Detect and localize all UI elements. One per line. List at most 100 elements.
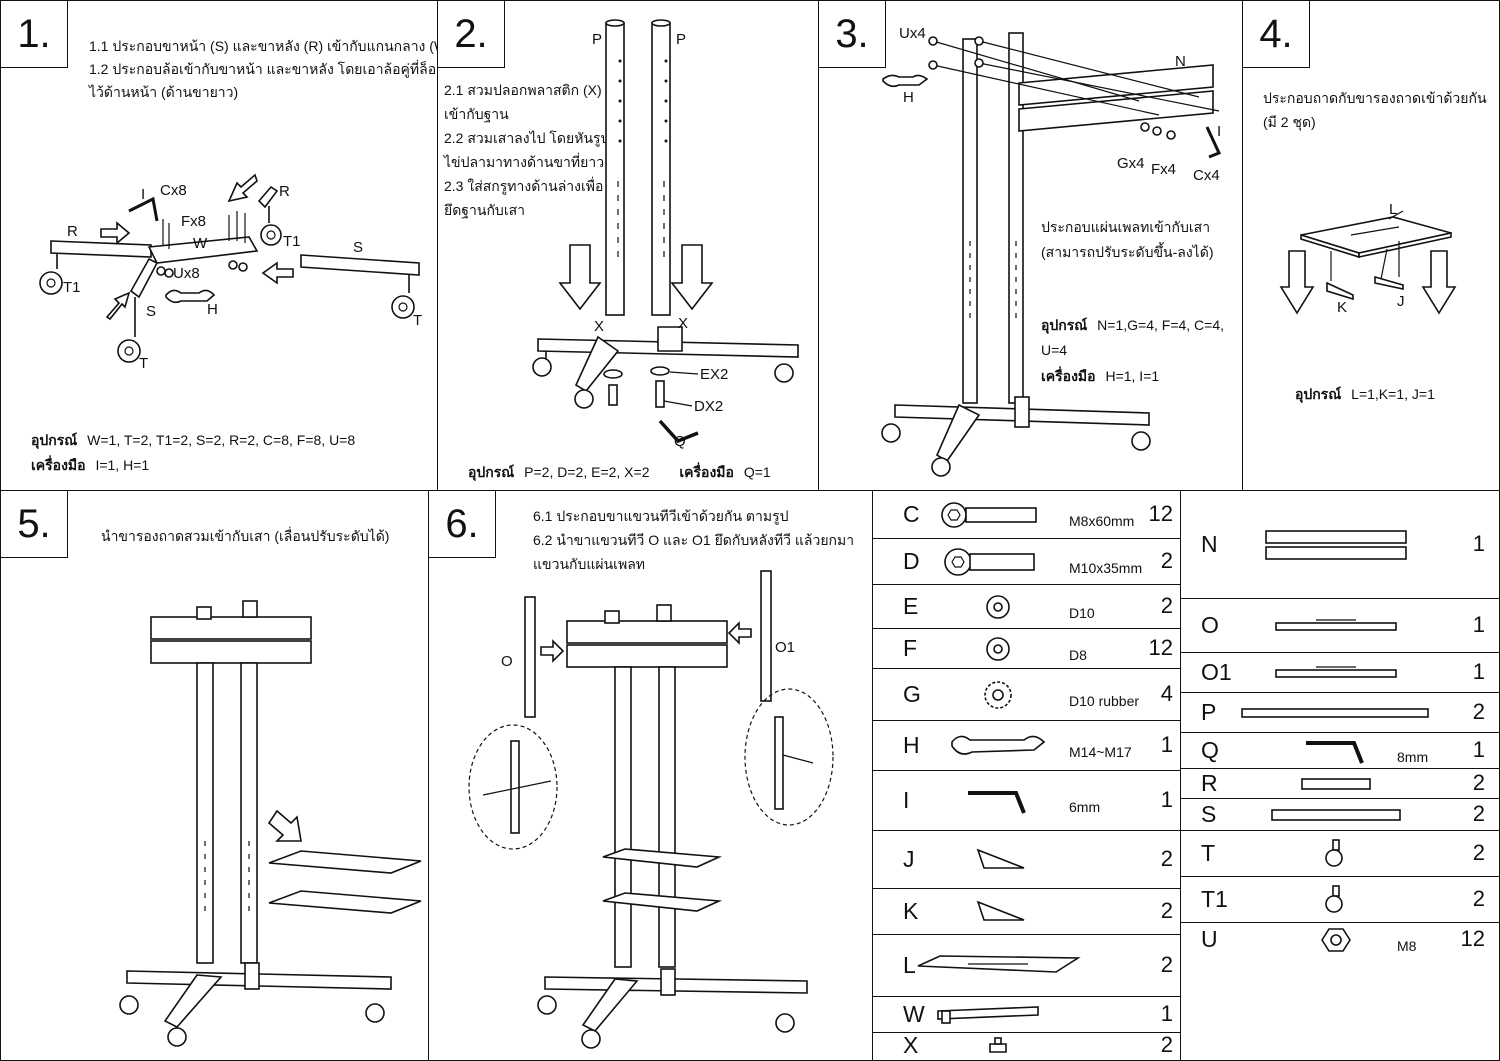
part-quantity: 2 [1160, 593, 1173, 618]
part-spec: M8x60mm [1069, 513, 1135, 529]
crossbar-icon [937, 1006, 1039, 1024]
part-code: I [903, 787, 910, 813]
part-quantity: 2 [1472, 770, 1485, 795]
part-spec: M8 [1397, 938, 1417, 954]
caster-icon [1325, 839, 1343, 867]
tools-list: H=1, I=1 [1105, 368, 1160, 384]
part-code: X [903, 1032, 919, 1058]
pole-icon [1241, 708, 1429, 718]
part-label: Q [674, 433, 686, 450]
step-text-line: 2.3 ใส่สกรูทางด้านล่างเพื่อ [444, 178, 604, 194]
part-spec: 8mm [1397, 749, 1429, 765]
parts-row: O1 1 [1181, 653, 1499, 693]
part-label: L [1389, 201, 1398, 218]
step-1-panel: 1. 1.1 ประกอบขาหน้า (S) และขาหลัง (R) เข… [0, 0, 438, 492]
step-4-panel: 4. ประกอบถาดกับขารองถาดเข้าด้วยกัน (มี 2… [1242, 0, 1500, 492]
part-quantity: 1 [1472, 737, 1485, 762]
part-code: D [903, 548, 920, 574]
part-label: R [67, 223, 78, 240]
part-quantity: 2 [1472, 886, 1485, 911]
plate-mount-illustration [881, 32, 1222, 477]
step-text-line: 2.1 สวมปลอกพลาสติก (X) [444, 82, 602, 98]
parts-line: อุปกรณ์ W=1, T=2, T1=2, S=2, R=2, C=8, F… [31, 429, 355, 452]
step-text-line: 1.2 ประกอบล้อเข้ากับขาหน้า และขาหลัง โดย… [89, 61, 438, 77]
step-number: 5. [1, 491, 68, 558]
hex-key-icon [1306, 741, 1364, 764]
part-quantity: 12 [1460, 926, 1485, 951]
step-number: 2. [438, 1, 505, 68]
part-spec: M14~M17 [1069, 744, 1132, 760]
part-spec: 6mm [1069, 799, 1101, 815]
rail-icon [1275, 666, 1397, 678]
part-code: O1 [1201, 659, 1232, 685]
parts-heading: อุปกรณ์ [468, 464, 515, 480]
step-text-line: (มี 2 ชุด) [1263, 114, 1316, 130]
part-label: S [353, 239, 364, 256]
step-text-line: (สามารถปรับระดับขึ้น-ลงได้) [1041, 244, 1214, 260]
part-code: K [903, 898, 919, 924]
part-code: F [903, 635, 918, 661]
rail-icon [1275, 619, 1397, 631]
step-2-panel: 2. 2.1 สวมปลอกพลาสติก (X) เข้ากับฐาน 2.2… [437, 0, 819, 492]
sleeve-icon [989, 1037, 1007, 1053]
parts-line: อุปกรณ์ N=1,G=4, F=4, C=4, [1041, 314, 1224, 337]
step-5-panel: 5. นำขารองถาดสวมเข้ากับเสา (เลื่อนปรับระ… [0, 490, 430, 1061]
bolt-long-icon [941, 502, 1037, 528]
part-label: Gx4 [1117, 155, 1145, 172]
bracket-icon [976, 848, 1025, 869]
step-text-line: 1.1 ประกอบขาหน้า (S) และขาหลัง (R) เข้าก… [89, 38, 438, 54]
step-text-line: ประกอบแผ่นเพลทเข้ากับเสา [1041, 219, 1211, 235]
part-label: I [141, 186, 146, 203]
parts-line: อุปกรณ์ L=1,K=1, J=1 [1295, 383, 1435, 406]
part-quantity: 1 [1472, 659, 1485, 684]
part-code: H [903, 732, 920, 758]
part-quantity: 1 [1160, 1001, 1173, 1026]
step-text-line: 2.2 สวมเสาลงไป โดยหันรูป [444, 130, 610, 146]
step-6-panel: 6. 6.1 ประกอบขาแขวนทีวีเข้าด้วยกัน ตามรู… [428, 490, 874, 1061]
tools-line: เครื่องมือ H=1, I=1 [1041, 365, 1159, 388]
parts-list: W=1, T=2, T1=2, S=2, R=2, C=8, F=8, U=8 [87, 432, 356, 448]
tv-hanger-illustration [468, 570, 834, 1049]
part-code: E [903, 593, 919, 619]
part-label: O [501, 653, 513, 670]
hex-key-icon [968, 791, 1026, 814]
part-spec: M10x35mm [1069, 560, 1143, 576]
step-number: 4. [1243, 1, 1310, 68]
step-text-line: ประกอบถาดกับขารองถาดเข้าด้วยกัน [1263, 90, 1487, 106]
parts-list: L=1,K=1, J=1 [1351, 386, 1435, 402]
part-label: X [594, 318, 605, 335]
part-spec: D8 [1069, 647, 1087, 663]
part-label: T [413, 312, 423, 329]
wrench-icon [951, 735, 1046, 755]
parts-heading: อุปกรณ์ [31, 432, 78, 448]
step-number: 6. [429, 491, 496, 558]
part-label: Cx8 [160, 182, 187, 199]
part-label: H [207, 301, 218, 318]
tray-assembly-illustration [1279, 210, 1457, 315]
part-code: N [1201, 531, 1218, 557]
part-quantity: 1 [1160, 787, 1173, 812]
tools-list: I=1, H=1 [95, 457, 150, 473]
long-bar-icon [1271, 809, 1401, 821]
part-code: W [903, 1001, 925, 1027]
part-label: N [1175, 53, 1186, 70]
part-code: J [903, 846, 915, 872]
part-quantity: 2 [1160, 898, 1173, 923]
part-quantity: 2 [1472, 699, 1485, 724]
part-code: C [903, 501, 920, 527]
step-text-line: 6.1 ประกอบขาแขวนทีวีเข้าด้วยกัน ตามรูป [533, 508, 789, 524]
part-spec: D10 rubber [1069, 693, 1140, 709]
washer-icon [986, 595, 1010, 619]
